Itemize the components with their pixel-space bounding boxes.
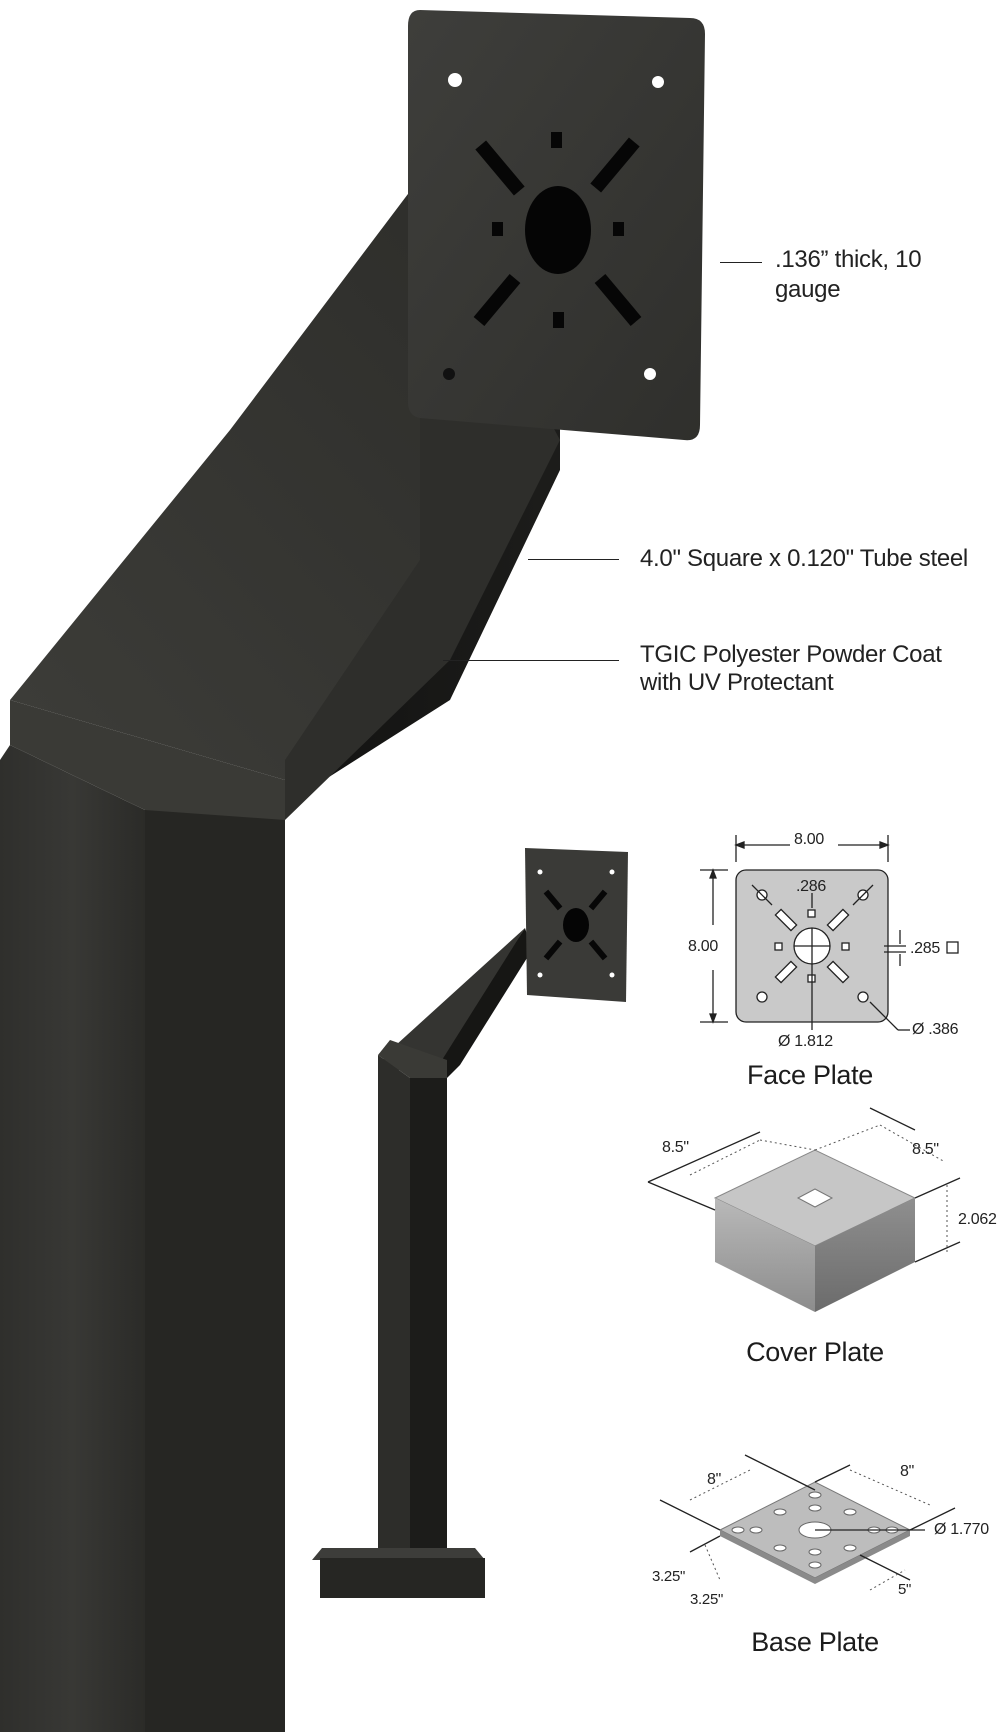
arm-lower-face xyxy=(10,700,285,820)
small-arm-lower xyxy=(378,1040,447,1078)
callout-tube: 4.0" Square x 0.120" Tube steel xyxy=(640,545,968,572)
face-center-hole: Ø 1.812 xyxy=(778,1033,833,1050)
plate-slots xyxy=(473,132,642,328)
cover-plate-caption: Cover Plate xyxy=(746,1337,884,1367)
cover-square-hole xyxy=(796,1188,834,1208)
small-plate-hole xyxy=(609,972,615,978)
small-plate-hole xyxy=(537,972,543,978)
base-spacing-c: 5" xyxy=(898,1581,912,1598)
face-square-dim: .285 xyxy=(910,940,940,957)
cover-side-left xyxy=(715,1198,815,1312)
small-plate-hole xyxy=(609,869,615,875)
base-plate-caption: Base Plate xyxy=(751,1627,879,1657)
post-front-face xyxy=(0,745,145,1732)
plate-hole xyxy=(443,368,455,380)
small-post-front xyxy=(378,1055,410,1555)
post-front-face-right xyxy=(145,805,285,1732)
small-pedestal xyxy=(312,848,628,1598)
plate-center-hole xyxy=(525,186,591,274)
cover-dim-height: 2.062 xyxy=(958,1211,997,1228)
leader-thickness xyxy=(720,262,762,263)
small-arm-side xyxy=(442,928,532,1078)
cover-side-right xyxy=(815,1198,915,1312)
small-arm-top xyxy=(378,928,525,1075)
base-spacing-a: 3.25" xyxy=(652,1568,686,1585)
cover-dim-left: 8.5" xyxy=(662,1139,689,1156)
small-base-top xyxy=(312,1548,485,1560)
cover-dim-right: 8.5" xyxy=(912,1141,939,1158)
callout-coat-line1: TGIC Polyester Powder Coat xyxy=(640,641,942,668)
plate-hole xyxy=(652,76,664,88)
plate-hole xyxy=(644,368,656,380)
small-post-side xyxy=(410,1078,447,1555)
leader-tube xyxy=(528,559,619,560)
plate-hole xyxy=(448,73,462,87)
leader-coat xyxy=(443,660,619,661)
face-plate-drawing xyxy=(700,835,959,1031)
base-dim-right: 8" xyxy=(900,1463,914,1480)
face-corner-hole: Ø .386 xyxy=(912,1021,959,1038)
base-dim-left: 8" xyxy=(707,1471,721,1488)
large-pedestal xyxy=(0,10,705,1732)
face-slot-dim: .286 xyxy=(796,878,826,895)
face-height-dim: 8.00 xyxy=(688,938,718,955)
callout-coat-line2: with UV Protectant xyxy=(640,669,834,696)
small-plate-hole xyxy=(537,869,543,875)
cover-plate-drawing xyxy=(647,1107,961,1312)
base-spacing-b: 3.25" xyxy=(690,1591,724,1608)
small-plate-center xyxy=(563,908,589,942)
base-hole-dim: Ø 1.770 xyxy=(934,1521,989,1538)
small-base-front xyxy=(320,1558,485,1598)
face-plate-caption: Face Plate xyxy=(746,1060,874,1090)
callout-plate-thickness: .136” thick, 10 gauge xyxy=(775,246,922,303)
face-width-dim: 8.00 xyxy=(794,831,824,848)
base-plate-drawing xyxy=(659,1454,956,1591)
